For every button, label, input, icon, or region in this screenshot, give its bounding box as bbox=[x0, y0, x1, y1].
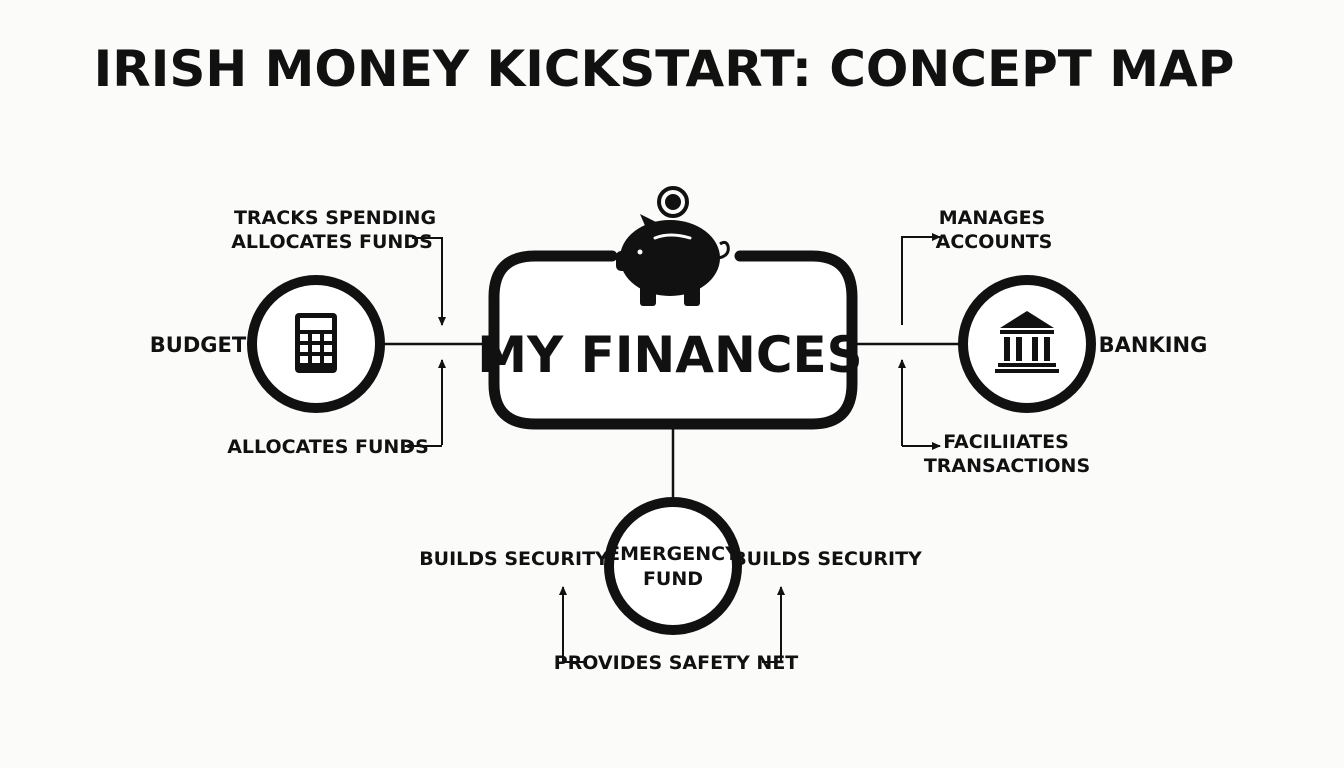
banking-node: BANKING bbox=[958, 275, 1208, 413]
budget-top-label-line1: TRACKS SPENDING bbox=[234, 207, 436, 229]
emergency-fund-label-line1: EMERGENCY bbox=[607, 543, 739, 565]
budget-top-label-line2: ALLOCATES FUNDS bbox=[231, 231, 433, 253]
emergency-right-arrow bbox=[762, 586, 785, 663]
banking-label: BANKING bbox=[1099, 333, 1208, 357]
emergency-right-label: BUILDS SECURITY bbox=[732, 548, 922, 570]
budget-node: BUDGET bbox=[150, 275, 385, 413]
banking-circle bbox=[958, 275, 1096, 413]
banking-top-label-line1: MANAGES bbox=[939, 207, 1045, 229]
calculator-icon bbox=[295, 313, 337, 373]
connectors bbox=[384, 342, 962, 500]
banking-top-arrow bbox=[901, 233, 941, 325]
emergency-fund-label-line2: FUND bbox=[643, 568, 703, 590]
banking-bottom-label-line2: TRANSACTIONS bbox=[924, 455, 1090, 477]
link-labels: TRACKS SPENDING ALLOCATES FUNDS ALLOCATE… bbox=[227, 207, 1090, 674]
emergency-left-label: BUILDS SECURITY bbox=[419, 548, 609, 570]
banking-top-label-line2: ACCOUNTS bbox=[936, 231, 1053, 253]
piggy-bank-icon bbox=[616, 186, 730, 306]
center-label: MY FINANCES bbox=[477, 326, 862, 384]
bank-building-icon bbox=[995, 311, 1059, 373]
emergency-bottom-label: PROVIDES SAFETY NET bbox=[554, 652, 799, 674]
budget-label: BUDGET bbox=[150, 333, 247, 357]
emergency-fund-circle bbox=[604, 497, 742, 635]
center-node: MY FINANCES bbox=[477, 186, 863, 430]
emergency-left-arrow bbox=[559, 586, 587, 663]
center-frame bbox=[488, 250, 858, 430]
annotation-arrows bbox=[404, 233, 941, 663]
banking-bottom-label-line1: FACILIIATES bbox=[943, 431, 1069, 453]
diagram-title: IRISH MONEY KICKSTART: CONCEPT MAP bbox=[94, 40, 1235, 98]
budget-top-arrow bbox=[412, 237, 446, 326]
emergency-fund-node: EMERGENCY FUND bbox=[604, 497, 742, 635]
budget-bottom-label: ALLOCATES FUNDS bbox=[227, 436, 429, 458]
